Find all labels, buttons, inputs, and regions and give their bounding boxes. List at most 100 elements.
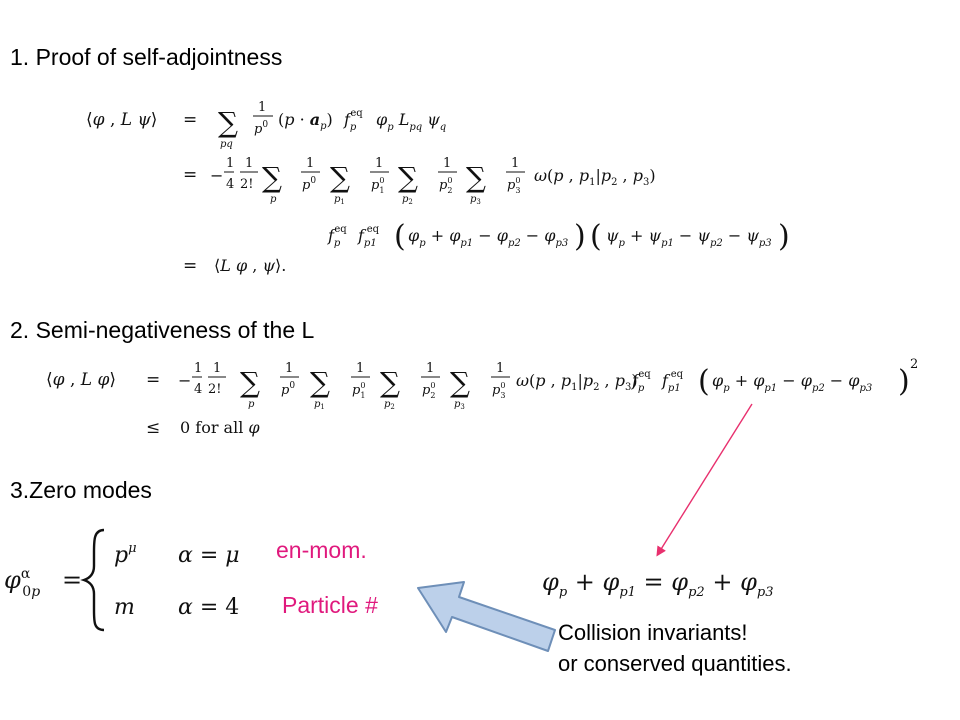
- svg-text:(p · ap): (p · ap): [278, 110, 333, 132]
- svg-text:∑: ∑: [466, 161, 486, 194]
- svg-text:1: 1: [245, 156, 253, 171]
- svg-text:2: 2: [910, 357, 918, 372]
- svg-text:p0: p0: [254, 120, 268, 137]
- svg-text:1: 1: [375, 156, 383, 171]
- svg-text:): ): [898, 364, 910, 399]
- collision-invariants-note: Collision invariants! or conserved quant…: [558, 617, 792, 679]
- note-line-2: or conserved quantities.: [558, 651, 792, 676]
- svg-text:p02: p02: [439, 176, 453, 195]
- block-arrow-icon: [417, 581, 556, 652]
- svg-text:∑: ∑: [240, 366, 260, 399]
- svg-text:p2: p2: [384, 399, 395, 411]
- svg-text:φp + φp1 = φp2 + φp3: φp + φp1 = φp2 + φp3: [542, 568, 773, 600]
- svg-text:pμ: pμ: [114, 541, 137, 568]
- svg-text:1: 1: [426, 361, 434, 376]
- svg-text:p: p: [270, 194, 277, 205]
- eq1-line-1: ⟨φ , L ψ⟩ = ∑ pq 1 p0 (p · ap) fpeq φp L…: [86, 100, 446, 150]
- svg-text:≤: ≤: [146, 418, 160, 438]
- svg-text:0 for all φ: 0 for all φ: [180, 418, 260, 437]
- svg-text:p1: p1: [334, 194, 345, 206]
- svg-text:φp + φp1 − φp2 − φp3: φp + φp1 − φp2 − φp3: [408, 226, 568, 249]
- svg-text:2!: 2!: [240, 177, 254, 192]
- svg-text:1: 1: [226, 156, 234, 171]
- svg-text:φp + φp1 − φp2 − φp3: φp + φp1 − φp2 − φp3: [712, 371, 872, 394]
- svg-text:1: 1: [194, 361, 202, 376]
- svg-text:fp1eq: fp1eq: [357, 224, 380, 249]
- svg-text:fpeq: fpeq: [343, 108, 363, 133]
- svg-text:p03: p03: [492, 381, 506, 400]
- section-3-title: 3.Zero modes: [10, 477, 152, 503]
- svg-text:p01: p01: [371, 176, 385, 195]
- svg-text:(: (: [394, 219, 406, 254]
- svg-text:α = 4: α = 4: [178, 595, 239, 620]
- svg-text:m: m: [114, 595, 135, 620]
- svg-text:=: =: [183, 165, 197, 185]
- label-particle-number: Particle #: [282, 592, 378, 618]
- eq1-line-4: = ⟨L φ , ψ⟩.: [183, 256, 286, 276]
- equation-semi-negative: ⟨φ , L φ⟩ = − 1 4 1 2! ∑ p 1 p0 ∑ p1 1 p…: [46, 357, 918, 438]
- section-2-title: 2. Semi-negativeness of the L: [10, 317, 315, 343]
- note-line-1: Collision invariants!: [558, 620, 748, 645]
- svg-text:p3: p3: [470, 194, 481, 206]
- svg-text:∑: ∑: [330, 161, 350, 194]
- svg-text:p03: p03: [507, 176, 521, 195]
- svg-text:⟨φ , L ψ⟩: ⟨φ , L ψ⟩: [86, 110, 157, 130]
- svg-text:p02: p02: [422, 381, 436, 400]
- svg-text:∑: ∑: [398, 161, 418, 194]
- svg-text:): ): [574, 219, 586, 254]
- pink-arrow-icon: [656, 403, 753, 557]
- eq2-line-1: ⟨φ , L φ⟩ = − 1 4 1 2! ∑ p 1 p0 ∑ p1 1 p…: [46, 357, 918, 411]
- svg-text:=: =: [146, 370, 160, 390]
- svg-text:1: 1: [443, 156, 451, 171]
- svg-text:=: =: [183, 256, 197, 276]
- svg-text:⟨L φ , ψ⟩.: ⟨L φ , ψ⟩.: [214, 256, 286, 275]
- svg-text:−: −: [210, 166, 223, 185]
- svg-text:∑: ∑: [450, 366, 470, 399]
- svg-text:1: 1: [213, 361, 221, 376]
- svg-text:fpeq: fpeq: [327, 224, 347, 249]
- svg-text:−: −: [178, 371, 191, 390]
- svg-text:=: =: [183, 110, 197, 130]
- eq2-line-2: ≤ 0 for all φ: [146, 418, 260, 438]
- svg-text:p0: p0: [302, 176, 316, 193]
- eq1-line-3: fpeq fp1eq ( φp + φp1 − φp2 − φp3 ) ( ψp…: [327, 219, 790, 254]
- svg-text:4: 4: [226, 177, 234, 192]
- svg-text:1: 1: [356, 361, 364, 376]
- equation-self-adjoint: ⟨φ , L ψ⟩ = ∑ pq 1 p0 (p · ap) fpeq φp L…: [86, 100, 790, 276]
- svg-text:2!: 2!: [208, 382, 222, 397]
- svg-text:(: (: [590, 219, 602, 254]
- equation-collision-invariant: φp + φp1 = φp2 + φp3: [542, 568, 773, 600]
- svg-text:p2: p2: [402, 194, 413, 206]
- svg-text:ω(p , p1|p2 , p3): ω(p , p1|p2 , p3): [516, 371, 638, 393]
- svg-text:=: =: [62, 566, 82, 594]
- svg-text:∑: ∑: [218, 106, 238, 139]
- label-en-mom: en-mom.: [276, 537, 367, 563]
- svg-text:ψp + ψp1 − ψp2 − ψp3: ψp + ψp1 − ψp2 − ψp3: [606, 226, 772, 249]
- svg-text:p1: p1: [314, 399, 325, 411]
- svg-text:φp Lpq ψq: φp Lpq ψq: [376, 110, 446, 133]
- svg-text:∑: ∑: [310, 366, 330, 399]
- svg-text:α = μ: α = μ: [178, 543, 240, 568]
- svg-text:fpeq: fpeq: [631, 369, 651, 394]
- svg-text:): ): [778, 219, 790, 254]
- svg-text:(: (: [698, 364, 710, 399]
- svg-text:p: p: [248, 399, 255, 410]
- svg-text:pq: pq: [220, 139, 233, 150]
- svg-text:4: 4: [194, 382, 202, 397]
- svg-text:1: 1: [306, 156, 314, 171]
- svg-text:ω(p , p1|p2 , p3): ω(p , p1|p2 , p3): [534, 166, 656, 188]
- svg-text:fp1eq: fp1eq: [661, 369, 684, 394]
- svg-text:1: 1: [285, 361, 293, 376]
- svg-text:⟨φ , L φ⟩: ⟨φ , L φ⟩: [46, 370, 116, 390]
- svg-text:1: 1: [258, 100, 266, 115]
- svg-text:1: 1: [496, 361, 504, 376]
- svg-text:p01: p01: [352, 381, 366, 400]
- section-1-title: 1. Proof of self-adjointness: [10, 44, 283, 70]
- svg-text:p0: p0: [281, 381, 295, 398]
- svg-text:p3: p3: [454, 399, 465, 411]
- svg-text:∑: ∑: [262, 161, 282, 194]
